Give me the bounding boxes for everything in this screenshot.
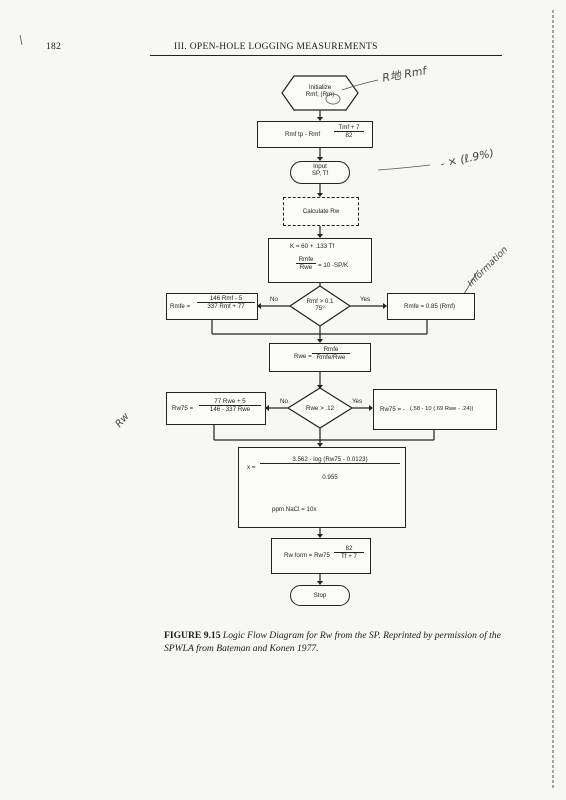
no-label-1: No <box>270 296 278 303</box>
x-lhs: x = <box>247 464 256 471</box>
rw75-left-fraction: 77 Rwe + 5 146 - 337 Rwe <box>199 398 261 414</box>
rw-form-fraction: 82 Tf + 7 <box>334 545 364 561</box>
header-rule <box>150 55 502 56</box>
ppm-nacl: ppm NaCl = 10x <box>272 506 317 513</box>
rmfe-085-label: Rmfe = 0.85 (Rmf) <box>404 303 456 310</box>
rw75-left-lhs: Rw75 = <box>172 405 194 412</box>
rmf-tp-box <box>257 121 373 148</box>
yes-label-1: Yes <box>360 296 371 303</box>
rmfe-085-box <box>387 293 475 320</box>
rwe-box <box>269 343 371 372</box>
rwe-fraction: Rmfe Rmfe/Rwe <box>312 346 350 362</box>
stop-label: Stop <box>313 592 327 599</box>
start-label: Initialize Rmf, (Rm) <box>305 84 335 99</box>
rw75-right-lhs: Rw75 = - <box>380 406 405 413</box>
page-number: 182 <box>46 42 62 52</box>
rmfe-fraction: 146 Rmf - 5 337 Rmf + 77 <box>197 295 255 311</box>
rw75-right-body: (.58 - 10 (.69 Rwe - .24)) <box>410 406 474 412</box>
rwe-lhs: Rwe = <box>294 353 312 360</box>
k-equation-box <box>268 238 372 283</box>
rw-form-box <box>271 538 371 574</box>
no-label-2: No <box>280 398 288 405</box>
rmf-tp-fraction: Tmf + 7 82 <box>334 124 364 140</box>
figure-label: FIGURE 9.15 <box>164 630 221 641</box>
decision-2-text: Rwe > .12 <box>305 405 335 412</box>
figure-caption-text: Logic Flow Diagram for Rw from the SP. R… <box>164 630 501 654</box>
ratio-rhs: = 10 -SP/K <box>318 262 349 269</box>
x-numerator: 3.562 - log (Rw75 - 0.0123) <box>260 456 400 465</box>
x-denominator: 0.955 <box>322 474 338 481</box>
stop-terminal <box>290 585 350 606</box>
rmfe-lhs: Rmfe = <box>170 303 191 310</box>
rmfe-formula-box <box>166 293 258 320</box>
rw75-left-box <box>166 392 266 425</box>
running-title: III. OPEN-HOLE LOGGING MEASUREMENTS <box>174 42 378 52</box>
rw-form-lhs: Rw form = Rw75 <box>284 552 330 559</box>
calculate-rw-box <box>283 197 359 226</box>
rw75-right-box <box>373 389 497 430</box>
rmf-tp-left: Rmf tp - Rmf <box>285 131 321 138</box>
input-label: Input SP, Tf <box>311 163 329 178</box>
figure-caption: FIGURE 9.15 Logic Flow Diagram for Rw fr… <box>164 630 504 656</box>
input-terminal <box>290 161 350 184</box>
k-equation: K = 60 + .133 Tf <box>290 243 335 250</box>
yes-label-2: Yes <box>352 398 363 405</box>
calculate-rw-label: Calculate Rw <box>302 208 340 215</box>
decision-1-text: Rmf > 0.1 75° <box>306 298 334 313</box>
ratio-fraction: Rmfe Rwe <box>296 256 316 272</box>
ppm-nacl-box <box>238 447 406 528</box>
